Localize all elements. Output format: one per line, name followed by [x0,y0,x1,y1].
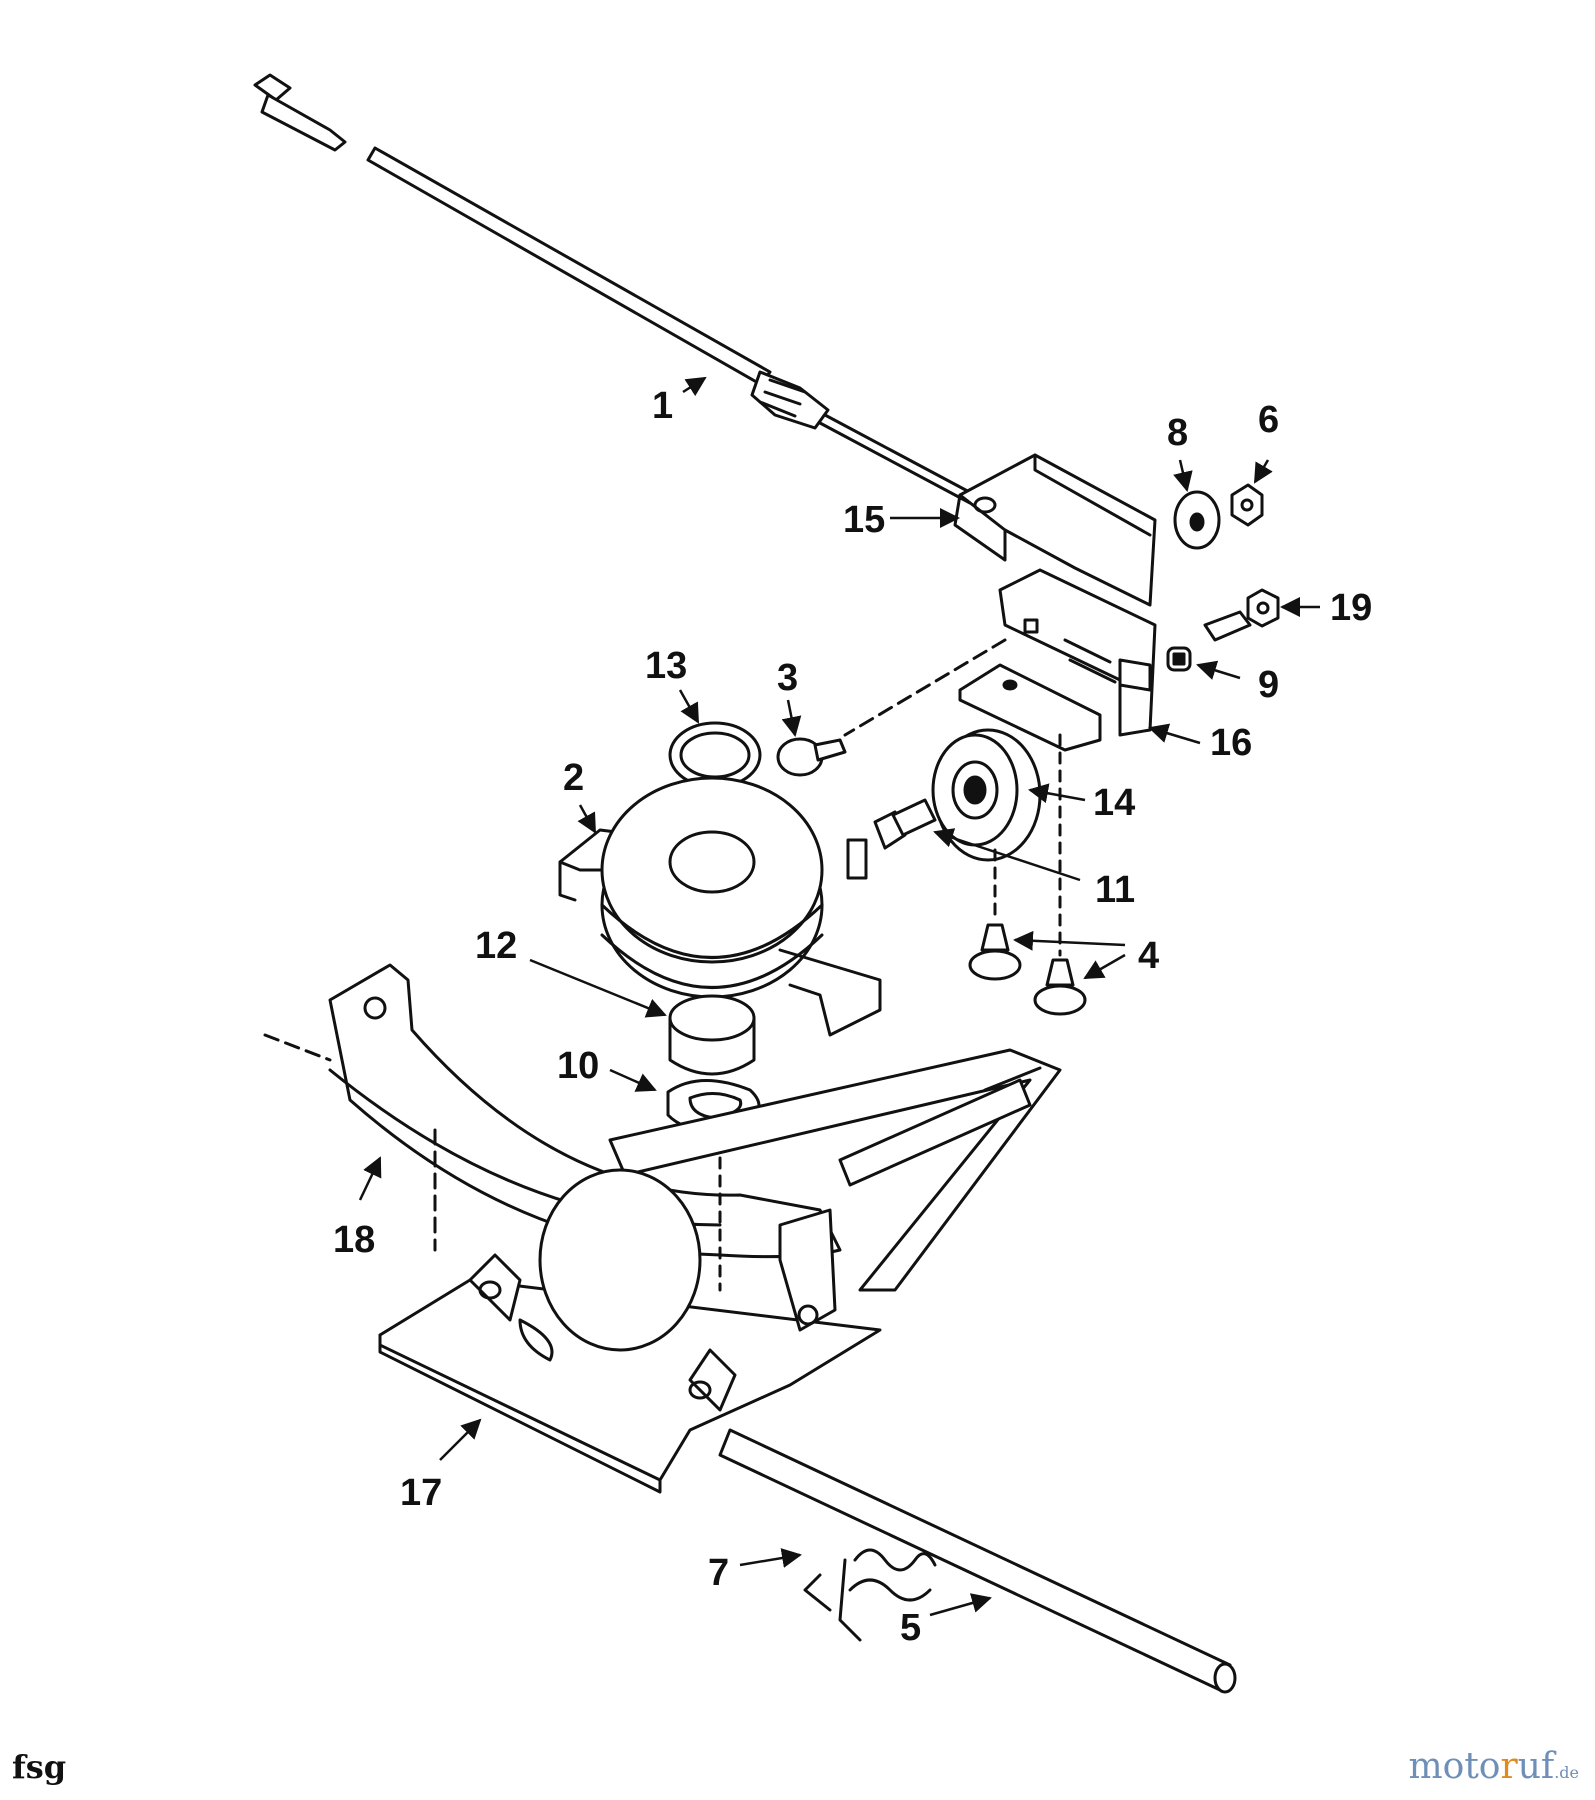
torsion-spring [803,1548,937,1642]
shoulder-bolt [873,798,937,850]
leader-18 [358,1156,382,1201]
carriage-bolt [776,737,847,777]
part-label-13: 13 [645,645,687,687]
leader-9 [1196,660,1241,680]
part-label-2: 2 [563,757,584,799]
brand-logo-part3: uf [1517,1746,1555,1787]
part-label-18: 18 [333,1219,375,1261]
leader-17 [439,1418,482,1461]
leader-4a [1013,930,1126,951]
leader-3 [781,699,802,737]
control-cable [253,73,977,505]
bolt-9 [1166,610,1252,672]
part-label-12: 12 [475,925,517,967]
part-label-16: 16 [1210,722,1252,764]
leader-5 [929,1593,992,1617]
part-label-10: 10 [557,1045,599,1087]
main-pulley [558,776,882,1037]
leader-13 [678,689,700,724]
part-label-1: 1 [652,385,673,427]
leader-7 [739,1548,802,1568]
hub-bushing [668,994,756,1076]
part-label-7: 7 [708,1552,729,1594]
part-label-6: 6 [1258,399,1279,441]
part-label-3: 3 [777,657,798,699]
leader-6 [1253,459,1273,484]
part-label-8: 8 [1167,412,1188,454]
base-plate [378,1168,882,1494]
leader-14 [1028,783,1086,804]
drive-shaft [718,1428,1237,1694]
washer [1173,490,1221,550]
brand-logo: motoruf.de [1409,1746,1579,1787]
clutch-arm [608,1048,1062,1292]
diagram-code: fsg [12,1748,67,1786]
lower-bracket [843,568,1157,752]
hex-nut [1230,483,1264,527]
brand-logo-tld: .de [1554,1763,1579,1782]
leader-1 [682,376,707,397]
leader-11 [933,828,1081,882]
part-label-14: 14 [1093,782,1135,824]
leader-8 [1173,459,1193,492]
part-label-9: 9 [1258,664,1279,706]
part-label-15: 15 [843,499,885,541]
hex-nut-19 [1246,588,1280,628]
leader-12 [529,958,667,1018]
brand-logo-part1: moto [1408,1746,1501,1787]
leader-10 [609,1068,657,1092]
leader-2 [577,804,597,834]
brand-logo-part2: r [1500,1746,1518,1787]
part-label-11: 11 [1095,869,1135,911]
part-label-4: 4 [1138,935,1159,977]
flange-bolt-a [968,848,1022,981]
idler-pulley [931,728,1042,862]
part-label-17: 17 [400,1472,442,1514]
flange-bolt-b [1033,733,1087,1016]
leader-4b [1083,953,1126,980]
leader-16 [1148,723,1201,745]
part-label-19: 19 [1330,587,1372,629]
part-label-5: 5 [900,1607,921,1649]
